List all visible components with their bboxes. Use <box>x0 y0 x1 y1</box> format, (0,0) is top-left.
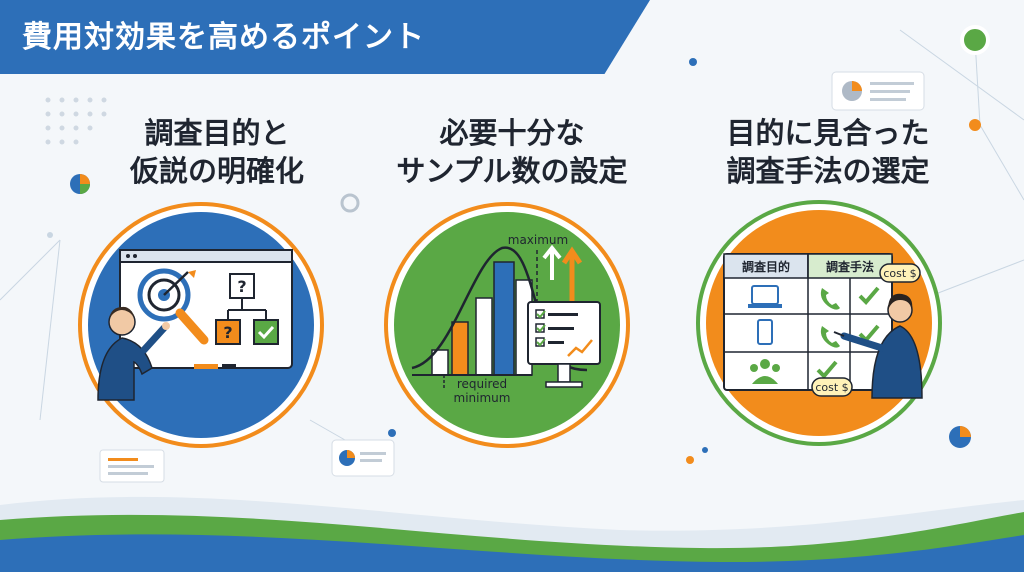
presenter-person-icon <box>833 293 923 399</box>
table-header-method: 調査手法 <box>826 259 874 274</box>
question-box-text-1: ? <box>237 277 246 296</box>
page-title: 費用対効果を高めるポイント <box>22 20 425 55</box>
presenter-person-icon <box>97 306 170 401</box>
pie-chart-icon <box>949 426 971 448</box>
point-heading-1: 調査目的と 仮説の明確化 <box>67 114 367 190</box>
required-label: required <box>457 377 507 391</box>
people-group-icon <box>750 359 780 384</box>
cost-badge-top: cost $ <box>883 267 916 280</box>
maximum-label: maximum <box>508 233 568 247</box>
table-header-purpose: 調査目的 <box>742 259 790 274</box>
pie-chart-icon <box>70 174 90 194</box>
phone-icon <box>820 326 840 348</box>
monitor-checklist-icon <box>527 301 601 388</box>
point-heading-1-line2: 仮説の明確化 <box>129 154 304 188</box>
report-card-icon <box>331 439 395 477</box>
arrow-up-icon <box>561 246 583 310</box>
smartphone-icon <box>757 319 773 345</box>
check-icon <box>858 286 880 305</box>
question-box-text-2: ? <box>223 323 232 342</box>
check-icon <box>257 325 275 340</box>
point-heading-3-line1: 目的に見合った <box>726 116 930 150</box>
point-heading-2-line1: 必要十分な <box>439 116 585 150</box>
cost-badge-bottom: cost $ <box>815 381 848 394</box>
point-heading-1-line1: 調査目的と <box>144 116 290 150</box>
point-heading-2-line2: サンプル数の設定 <box>396 154 628 188</box>
laptop-icon <box>751 285 779 305</box>
title-banner <box>0 0 650 74</box>
point-heading-2: 必要十分な サンプル数の設定 <box>362 114 662 190</box>
minimum-label: minimum <box>454 391 511 405</box>
method-table-icon: 調査目的 調査手法 cost $ cost $ <box>696 200 942 446</box>
point-heading-3-line2: 調査手法の選定 <box>726 154 930 188</box>
report-card-icon <box>831 71 925 111</box>
report-card-icon <box>99 449 165 483</box>
check-icon <box>816 360 838 379</box>
point-heading-3: 目的に見合った 調査手法の選定 <box>678 114 978 190</box>
arrow-up-icon <box>542 244 562 280</box>
phone-icon <box>820 288 840 310</box>
target-board-icon: ? ? <box>78 202 324 448</box>
bell-curve-chart-icon: maximum required minimum <box>384 202 630 448</box>
